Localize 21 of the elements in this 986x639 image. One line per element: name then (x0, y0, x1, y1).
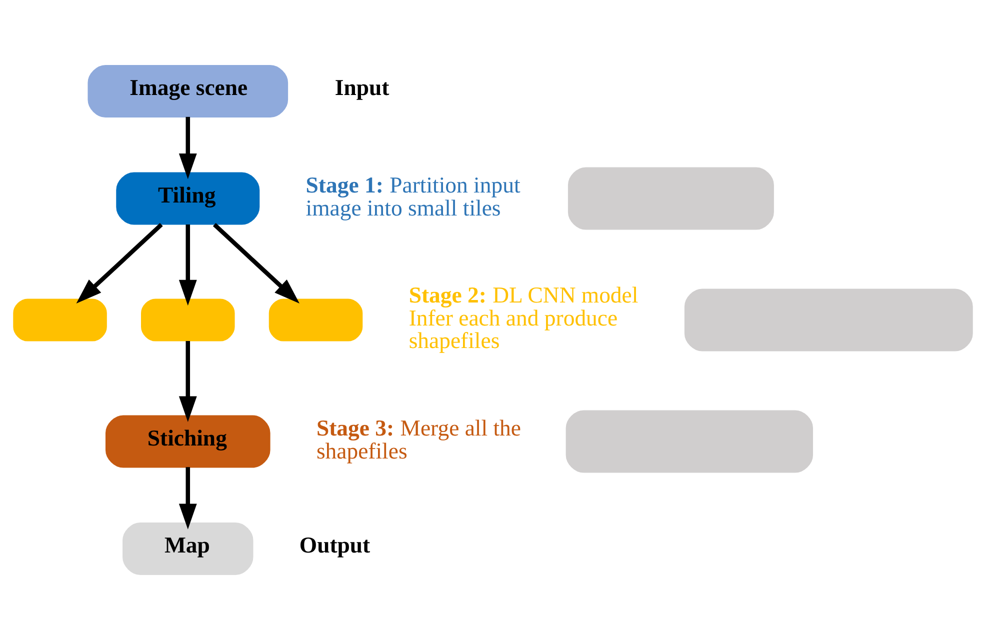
node-label: Input (334, 74, 390, 100)
node-box (13, 298, 107, 341)
label: Stage 3: Merge all the shapefiles (316, 415, 522, 463)
node-box: Stiching (105, 414, 270, 468)
arrow (178, 116, 197, 179)
node-label: Output (299, 532, 370, 558)
arrow (76, 222, 163, 303)
node-box: Image scene (88, 64, 288, 118)
node-box: Tiling (116, 172, 260, 224)
node-box (566, 410, 814, 472)
arrow (178, 224, 197, 306)
node-box (568, 166, 774, 230)
arrow (178, 466, 197, 529)
node-box (141, 298, 235, 341)
arrow (178, 340, 197, 422)
node-box (684, 288, 973, 351)
arrow (212, 222, 300, 303)
node-box (268, 298, 363, 341)
node-box: Map (122, 522, 254, 575)
label: Stage 2: DL CNN model Infer each and produce shapefiles (408, 282, 638, 353)
label: Stage 1: Partition input image into small tiles (306, 172, 520, 220)
